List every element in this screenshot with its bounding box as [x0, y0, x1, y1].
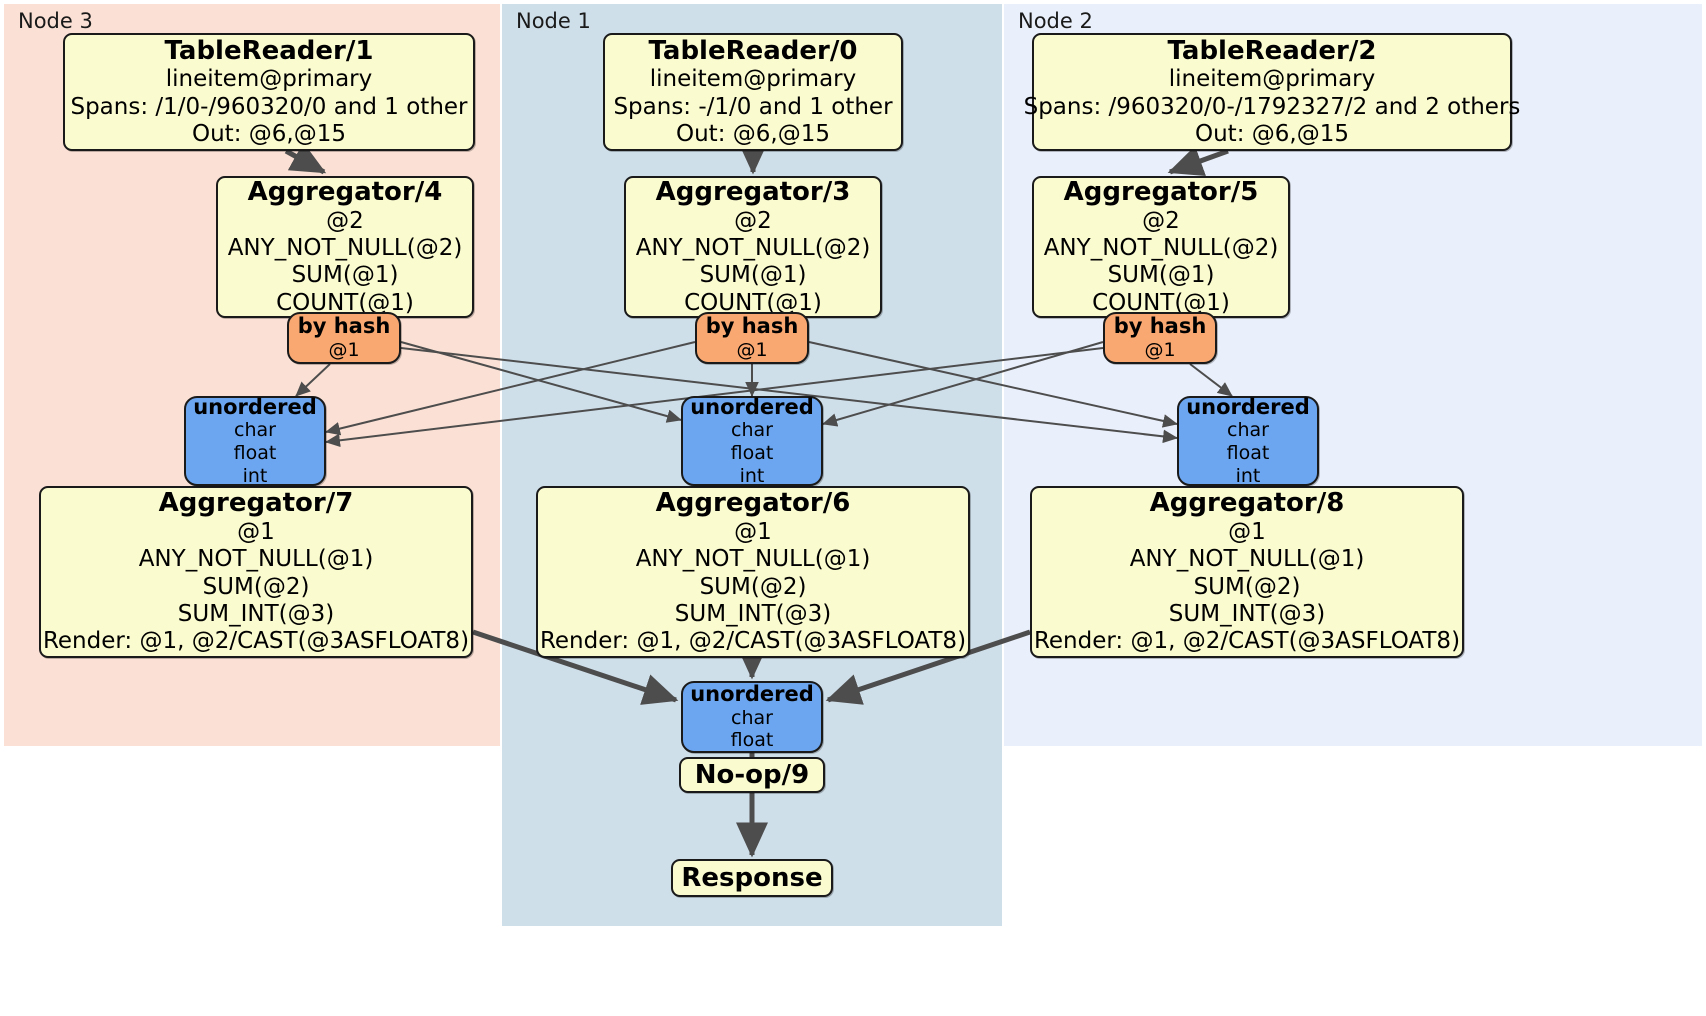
tablereader2-line-2: Out: @6,@15 — [1195, 121, 1349, 148]
aggregator4-line-1: ANY_NOT_NULL(@2) — [227, 234, 463, 261]
byhash5-line-0: @1 — [1144, 339, 1176, 362]
aggregator7-title: Aggregator/7 — [158, 488, 354, 519]
unordered7-line-2: int — [242, 464, 268, 487]
aggregator5-line-2: SUM(@1) — [1107, 262, 1215, 289]
node-panel-label: Node 3 — [18, 9, 93, 33]
aggregator6-line-2: SUM(@2) — [699, 573, 807, 600]
aggregator4-line-2: SUM(@1) — [291, 262, 399, 289]
router-byhash3[interactable]: by hash@1 — [695, 312, 809, 364]
aggregator8-line-0: @1 — [1228, 518, 1266, 545]
unordered7-line-0: char — [234, 419, 276, 442]
tablereader1-line-2: Out: @6,@15 — [192, 121, 346, 148]
aggregator5-line-1: ANY_NOT_NULL(@2) — [1043, 234, 1279, 261]
processor-response[interactable]: Response — [671, 859, 833, 897]
unordered7-line-1: float — [233, 442, 277, 465]
unordered7-title: unordered — [193, 394, 317, 419]
aggregator4-line-3: COUNT(@1) — [276, 289, 414, 316]
node-panel-label: Node 1 — [516, 9, 591, 33]
unordered6-line-1: float — [730, 442, 774, 465]
aggregator7-line-4: Render: @1, @2/CAST(@3ASFLOAT8) — [42, 628, 470, 655]
aggregator3-line-2: SUM(@1) — [699, 262, 807, 289]
aggregator5-title: Aggregator/5 — [1063, 176, 1259, 207]
byhash5-title: by hash — [1113, 314, 1207, 339]
byhash3-line-0: @1 — [736, 339, 768, 362]
unordered8-line-1: float — [1226, 442, 1270, 465]
unordered9-title: unordered — [690, 682, 814, 707]
aggregator8-line-1: ANY_NOT_NULL(@1) — [1129, 546, 1365, 573]
aggregator4-title: Aggregator/4 — [247, 176, 443, 207]
byhash3-title: by hash — [705, 314, 799, 339]
router-byhash5[interactable]: by hash@1 — [1103, 312, 1217, 364]
unordered6-line-2: int — [739, 464, 765, 487]
unordered8-title: unordered — [1186, 394, 1310, 419]
unordered9-line-0: char — [731, 706, 773, 729]
unordered8-line-2: int — [1235, 464, 1261, 487]
aggregator4-line-0: @2 — [326, 207, 364, 234]
tablereader1-line-0: lineitem@primary — [165, 66, 373, 93]
aggregator5-line-0: @2 — [1142, 207, 1180, 234]
tablereader2-line-1: Spans: /960320/0-/1792327/2 and 2 others — [1023, 93, 1521, 120]
aggregator8-title: Aggregator/8 — [1149, 488, 1345, 519]
unordered6-title: unordered — [690, 394, 814, 419]
aggregator3-line-3: COUNT(@1) — [684, 289, 822, 316]
tablereader0-line-0: lineitem@primary — [649, 66, 857, 93]
aggregator6-line-4: Render: @1, @2/CAST(@3ASFLOAT8) — [539, 628, 967, 655]
tablereader2-title: TableReader/2 — [1167, 35, 1377, 66]
byhash4-line-0: @1 — [328, 339, 360, 362]
aggregator7-line-2: SUM(@2) — [202, 573, 310, 600]
aggregator6-line-1: ANY_NOT_NULL(@1) — [635, 546, 871, 573]
processor-noop9[interactable]: No-op/9 — [679, 757, 825, 793]
aggregator7-line-3: SUM_INT(@3) — [177, 601, 335, 628]
aggregator6-line-0: @1 — [734, 518, 772, 545]
unordered9-line-1: float — [730, 729, 774, 752]
aggregator3-title: Aggregator/3 — [655, 176, 851, 207]
node-panel-label: Node 2 — [1018, 9, 1093, 33]
aggregator8-line-3: SUM_INT(@3) — [1168, 601, 1326, 628]
aggregator7-line-1: ANY_NOT_NULL(@1) — [138, 546, 374, 573]
aggregator3-line-0: @2 — [734, 207, 772, 234]
aggregator8-line-4: Render: @1, @2/CAST(@3ASFLOAT8) — [1033, 628, 1461, 655]
aggregator8-line-2: SUM(@2) — [1193, 573, 1301, 600]
aggregator5-line-3: COUNT(@1) — [1092, 289, 1230, 316]
response-title: Response — [681, 862, 823, 893]
noop9-title: No-op/9 — [694, 759, 810, 790]
tablereader0-line-2: Out: @6,@15 — [676, 121, 830, 148]
unordered6-line-0: char — [731, 419, 773, 442]
aggregator7-line-0: @1 — [237, 518, 275, 545]
tablereader0-title: TableReader/0 — [648, 35, 858, 66]
router-byhash4[interactable]: by hash@1 — [287, 312, 401, 364]
tablereader2-line-0: lineitem@primary — [1168, 66, 1376, 93]
aggregator3-line-1: ANY_NOT_NULL(@2) — [635, 234, 871, 261]
unordered8-line-0: char — [1227, 419, 1269, 442]
aggregator6-line-3: SUM_INT(@3) — [674, 601, 832, 628]
byhash4-title: by hash — [297, 314, 391, 339]
tablereader1-title: TableReader/1 — [164, 35, 374, 66]
aggregator6-title: Aggregator/6 — [655, 488, 851, 519]
tablereader0-line-1: Spans: -/1/0 and 1 other — [613, 93, 893, 120]
tablereader1-line-1: Spans: /1/0-/960320/0 and 1 other — [70, 93, 468, 120]
